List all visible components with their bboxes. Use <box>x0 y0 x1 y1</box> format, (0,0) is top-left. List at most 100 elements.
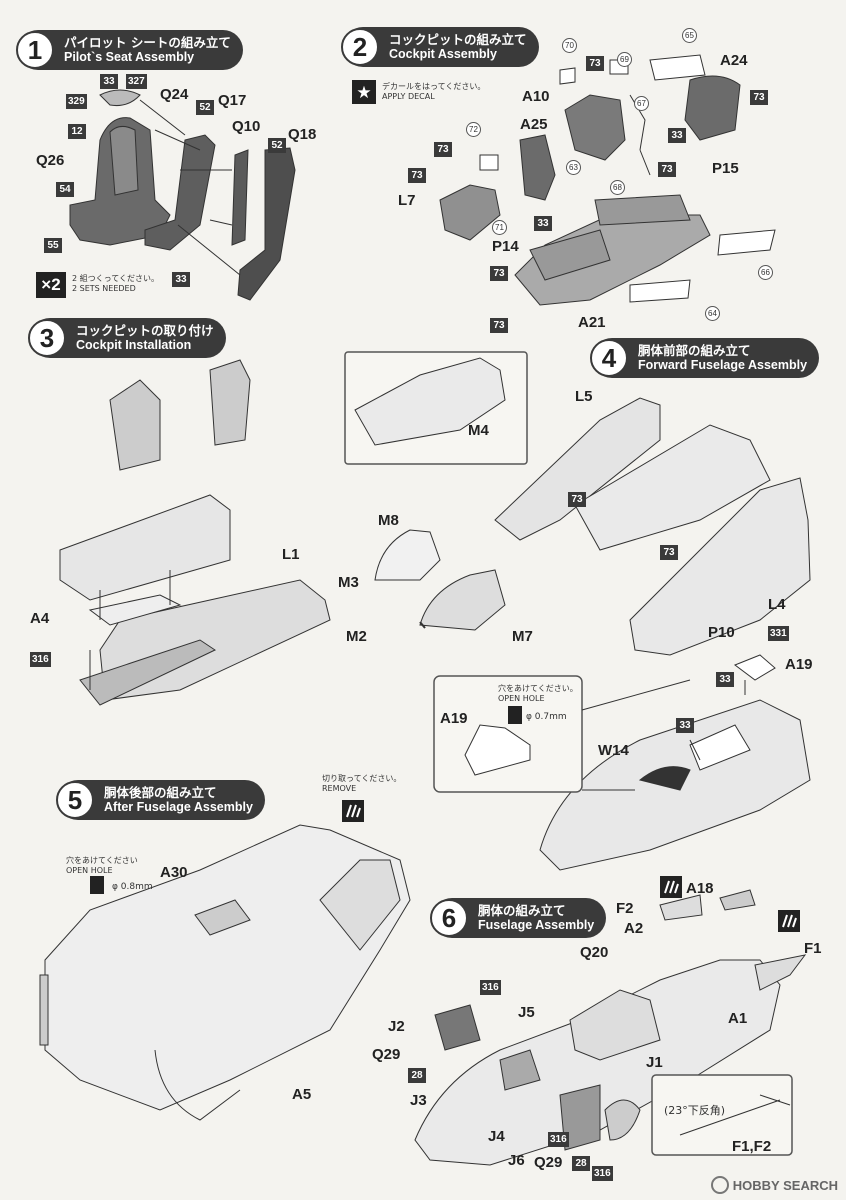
part-label: J3 <box>410 1092 427 1109</box>
drill-icon <box>90 876 104 894</box>
part-label: L4 <box>768 596 786 613</box>
hobby-search-logo-icon <box>710 1176 729 1194</box>
decal-number: 66 <box>758 265 773 280</box>
note: 穴をあけてください OPEN HOLE <box>66 856 138 876</box>
step-title-jp: コックピットの組み立て <box>389 32 527 47</box>
part-label: M2 <box>346 628 367 645</box>
part-label: A19 <box>440 710 468 727</box>
note-jp: 穴をあけてください <box>66 856 138 865</box>
step-title-en: Fuselage Assembly <box>478 918 595 932</box>
part-label: A19 <box>785 656 813 673</box>
part-label: F2 <box>616 900 634 917</box>
decal-number: 70 <box>562 38 577 53</box>
step-number: 5 <box>56 781 94 819</box>
step-title-en: Cockpit Installation <box>76 338 192 352</box>
step-title-jp: コックピットの取り付け <box>76 323 214 338</box>
decal-number: 65 <box>682 28 697 43</box>
step-title-jp: 胴体の組み立て <box>478 903 566 918</box>
part-label: A10 <box>522 88 550 105</box>
paint-badge: 316 <box>592 1166 613 1181</box>
cut-icon <box>782 914 797 928</box>
step-number: 1 <box>16 31 54 69</box>
paint-badge: 52 <box>196 100 214 115</box>
paint-badge: 33 <box>100 74 118 89</box>
part-label: Q26 <box>36 152 65 169</box>
hole-size: φ 0.7mm <box>526 712 567 722</box>
note-en: APPLY DECAL <box>382 92 435 101</box>
step-number: 3 <box>28 319 66 357</box>
paint-badge: 28 <box>408 1068 426 1083</box>
part-label: Q17 <box>218 92 247 109</box>
part-label: Q29 <box>372 1046 401 1063</box>
cockpit-tub <box>59 494 231 601</box>
part-label: M4 <box>468 422 489 439</box>
multiplier-badge: ×2 <box>36 272 66 298</box>
paint-badge: 54 <box>56 182 74 197</box>
paint-badge: 33 <box>534 216 552 231</box>
decal-star-icon: ★ <box>352 80 376 104</box>
after-fuselage <box>44 824 411 1111</box>
step-number: 4 <box>590 339 628 377</box>
step-number: 6 <box>430 899 468 937</box>
L5-side <box>494 397 661 541</box>
paint-badge: 316 <box>480 980 501 995</box>
part-label: F1,F2 <box>732 1138 772 1155</box>
part-label: A24 <box>720 52 748 69</box>
note-en: OPEN HOLE <box>66 866 113 875</box>
part-label: J2 <box>388 1018 405 1035</box>
paint-badge: 73 <box>660 545 678 560</box>
drill-icon <box>508 706 522 724</box>
note: 穴をあけてください。 OPEN HOLE <box>498 684 578 704</box>
note: 2 組つくってください。 2 SETS NEEDED <box>72 274 159 294</box>
part-label: A2 <box>624 920 644 937</box>
paint-badge: 329 <box>66 94 87 109</box>
note-jp: 穴をあけてください。 <box>498 684 578 693</box>
part-label: L5 <box>575 388 593 405</box>
part-label: F1 <box>804 940 822 957</box>
step-title-en: After Fuselage Assembly <box>104 800 253 814</box>
remove-icon <box>660 876 682 898</box>
paint-badge: 316 <box>548 1132 569 1147</box>
paint-badge: 316 <box>30 652 51 667</box>
decal-number: 69 <box>617 52 632 67</box>
step-title-en: Forward Fuselage Assembly <box>638 358 808 372</box>
paint-badge: 73 <box>434 142 452 157</box>
remove-icon <box>778 910 800 932</box>
step-title-jp: パイロット シートの組み立て <box>64 35 231 50</box>
panel-L7 <box>439 184 501 241</box>
paint-badge: 33 <box>676 718 694 733</box>
paint-badge: 33 <box>172 272 190 287</box>
hole-size: φ 0.8mm <box>112 882 153 892</box>
panel-A25 <box>519 134 556 201</box>
part-label: Q18 <box>288 126 317 143</box>
seat-side-Q17 <box>144 134 216 251</box>
part-label: A1 <box>728 1010 748 1027</box>
F1-tail <box>754 954 807 991</box>
note-en: REMOVE <box>322 784 357 793</box>
part-label: Q24 <box>160 86 189 103</box>
watermark: HOBBY SEARCH <box>710 1176 838 1194</box>
part-label: A4 <box>30 610 50 627</box>
part-label: P14 <box>492 238 519 255</box>
cut-icon <box>664 880 679 894</box>
part-label: A30 <box>160 864 188 881</box>
part-label: J4 <box>488 1128 505 1145</box>
part-label: L1 <box>282 546 300 563</box>
part-label: W14 <box>598 742 629 759</box>
note-en: 2 SETS NEEDED <box>72 284 136 293</box>
note: デカールをはってください。 APPLY DECAL <box>382 82 485 102</box>
rail-Q10 <box>231 149 249 246</box>
paint-badge: 73 <box>490 266 508 281</box>
part-label: M7 <box>512 628 533 645</box>
decal-number: 72 <box>466 122 481 137</box>
seat-back-Q18 <box>237 147 296 301</box>
paint-badge: 55 <box>44 238 62 253</box>
step-number: 2 <box>341 28 379 66</box>
part-label: A18 <box>686 880 714 897</box>
cut-icon <box>346 804 361 818</box>
step-title-en: Cockpit Assembly <box>389 47 497 61</box>
